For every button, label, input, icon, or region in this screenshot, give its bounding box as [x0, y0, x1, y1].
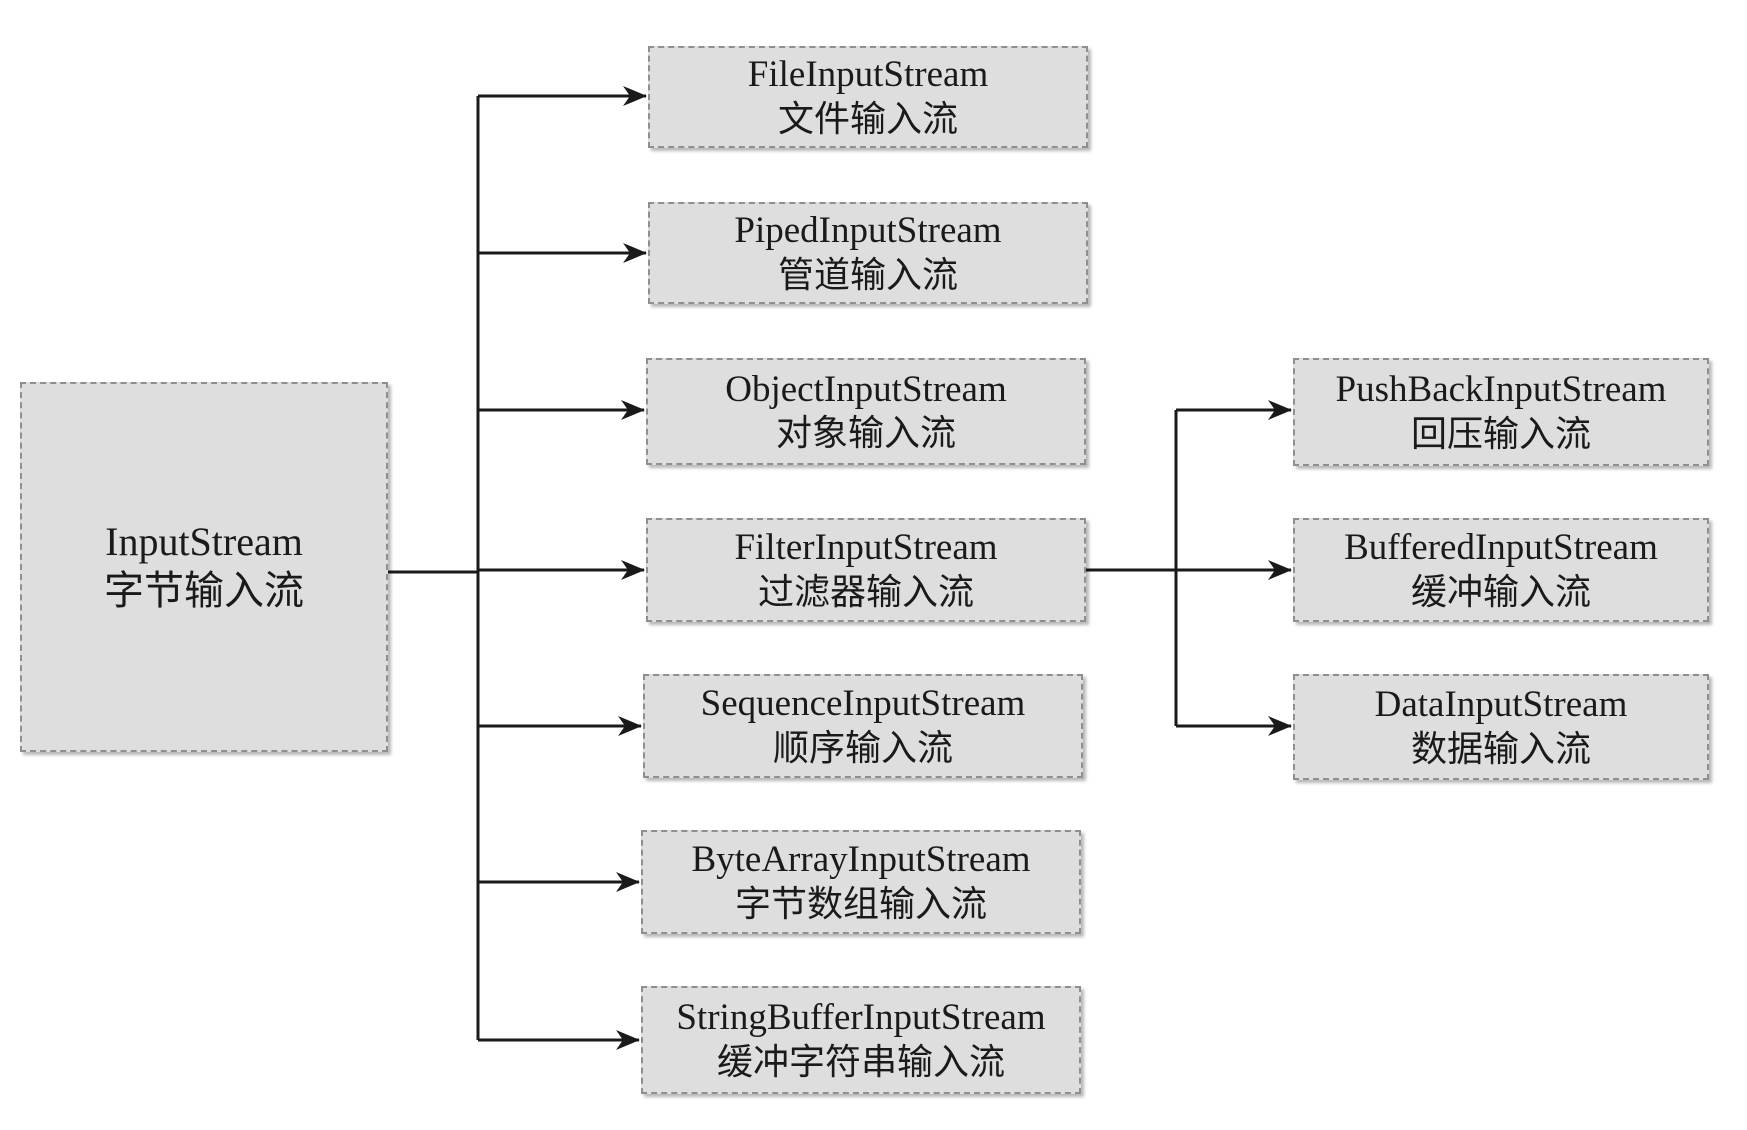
node-sequenceinputstream-zh: 顺序输入流	[772, 727, 953, 769]
node-fileinputstream-en: FileInputStream	[747, 54, 989, 96]
node-datainputstream: DataInputStream 数据输入流	[1293, 674, 1709, 780]
node-objectinputstream-zh: 对象输入流	[775, 413, 956, 455]
node-bytearrayinputstream: ByteArrayInputStream 字节数组输入流	[641, 830, 1081, 934]
node-inputstream-zh: 字节输入流	[104, 568, 304, 614]
node-datainputstream-zh: 数据输入流	[1410, 728, 1591, 770]
node-pipedinputstream-en: PipedInputStream	[734, 210, 1002, 252]
node-bytearrayinputstream-en: ByteArrayInputStream	[691, 839, 1031, 881]
node-fileinputstream-zh: 文件输入流	[777, 98, 958, 140]
node-pipedinputstream-zh: 管道输入流	[777, 254, 958, 296]
node-bufferedinputstream-en: BufferedInputStream	[1344, 527, 1658, 569]
node-fileinputstream: FileInputStream 文件输入流	[648, 46, 1088, 148]
node-objectinputstream: ObjectInputStream 对象输入流	[646, 358, 1086, 465]
node-pushbackinputstream: PushBackInputStream 回压输入流	[1293, 358, 1709, 466]
node-sequenceinputstream-en: SequenceInputStream	[700, 683, 1026, 725]
node-inputstream-en: InputStream	[105, 519, 303, 565]
node-filterinputstream-zh: 过滤器输入流	[757, 571, 974, 613]
node-pipedinputstream: PipedInputStream 管道输入流	[648, 202, 1088, 304]
node-bufferedinputstream-zh: 缓冲输入流	[1410, 571, 1591, 613]
node-pushbackinputstream-en: PushBackInputStream	[1335, 369, 1667, 411]
node-inputstream: InputStream 字节输入流	[20, 382, 388, 752]
node-datainputstream-en: DataInputStream	[1374, 684, 1628, 726]
node-stringbufferinputstream: StringBufferInputStream 缓冲字符串输入流	[641, 986, 1081, 1094]
node-sequenceinputstream: SequenceInputStream 顺序输入流	[643, 674, 1083, 778]
node-stringbufferinputstream-zh: 缓冲字符串输入流	[716, 1041, 1005, 1083]
node-stringbufferinputstream-en: StringBufferInputStream	[676, 997, 1046, 1039]
node-filterinputstream-en: FilterInputStream	[734, 527, 998, 569]
node-objectinputstream-en: ObjectInputStream	[725, 368, 1007, 410]
node-bytearrayinputstream-zh: 字节数组输入流	[734, 883, 987, 925]
node-bufferedinputstream: BufferedInputStream 缓冲输入流	[1293, 518, 1709, 622]
node-filterinputstream: FilterInputStream 过滤器输入流	[646, 518, 1086, 622]
node-pushbackinputstream-zh: 回压输入流	[1410, 413, 1591, 455]
